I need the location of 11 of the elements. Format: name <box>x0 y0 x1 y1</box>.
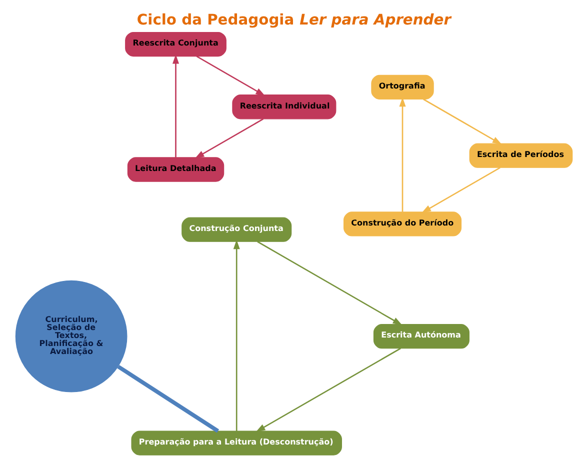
arrow <box>256 348 401 432</box>
arrow <box>196 56 266 96</box>
arrow <box>233 240 240 431</box>
arrow <box>172 54 180 158</box>
diagram-title: Ciclo da Pedagogia Ler para Aprender <box>136 12 451 29</box>
arrow <box>194 118 264 158</box>
arrow <box>257 241 402 326</box>
arrow <box>399 97 406 212</box>
arrow <box>423 98 502 145</box>
arrow <box>422 167 500 213</box>
connector <box>117 364 220 433</box>
